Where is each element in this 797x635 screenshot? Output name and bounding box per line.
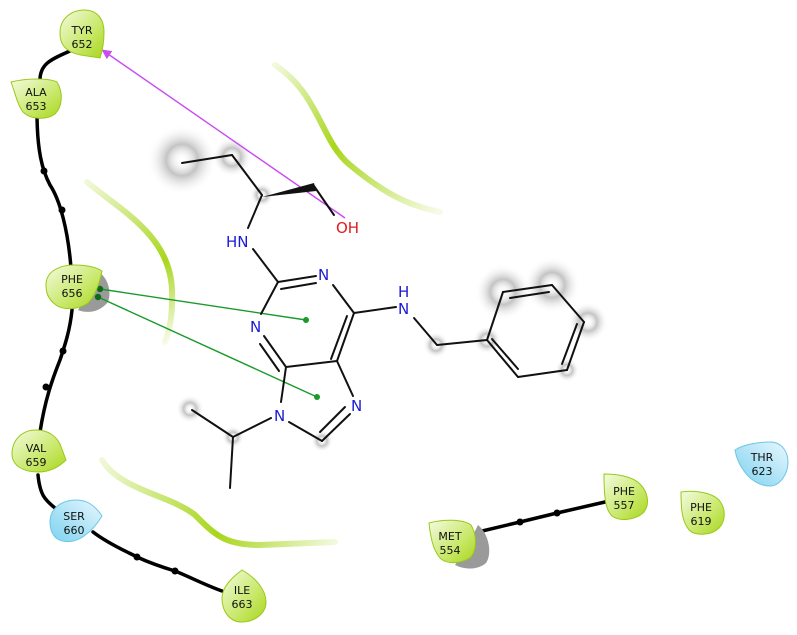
residue-met554[interactable]: MET 554 xyxy=(428,519,476,564)
residue-number: 653 xyxy=(26,100,47,113)
residue-phe557[interactable]: PHE 557 xyxy=(603,473,648,520)
residue-number: 623 xyxy=(752,465,773,478)
residue-name: TYR xyxy=(70,24,92,37)
atom-amine-h: H xyxy=(398,283,409,301)
residue-name: ILE xyxy=(234,584,250,597)
hbond-arrow-tyr652 xyxy=(101,49,346,219)
residue-number: 660 xyxy=(64,524,85,537)
ligand-bonds xyxy=(181,154,585,489)
atom-n7: N xyxy=(351,397,362,415)
residue-tyr652[interactable]: TYR 652 xyxy=(59,9,105,59)
pi-stacking-lines xyxy=(94,285,320,400)
residue-number: 663 xyxy=(232,598,253,611)
residue-number: 554 xyxy=(440,544,461,557)
residue-name: PHE xyxy=(690,501,712,514)
pocket-outline-bottom xyxy=(99,457,338,549)
residue-name: VAL xyxy=(26,442,47,455)
solvent-exposure-halos xyxy=(147,125,608,452)
atom-n1: N xyxy=(250,318,261,336)
backbone-right xyxy=(476,500,607,534)
residue-phe619[interactable]: PHE 619 xyxy=(680,490,725,535)
residue-ile663[interactable]: ILE 663 xyxy=(221,569,267,623)
atom-amine-n: N xyxy=(398,300,409,318)
residue-name: ALA xyxy=(25,86,47,99)
atom-n9: N xyxy=(274,407,285,425)
residue-ala653[interactable]: ALA 653 xyxy=(10,78,62,119)
residue-name: SER xyxy=(63,510,85,523)
residue-number: 656 xyxy=(62,287,83,300)
residue-number: 619 xyxy=(691,515,712,528)
atom-oh: OH xyxy=(336,219,359,237)
residue-val659[interactable]: VAL 659 xyxy=(11,429,67,473)
residue-thr623[interactable]: THR 623 xyxy=(734,441,789,487)
residue-phe656[interactable]: PHE 656 xyxy=(45,264,103,310)
ligand-atom-labels: OH HN N N H N N N xyxy=(226,219,409,425)
atom-n3: N xyxy=(318,266,329,284)
residue-ser660[interactable]: SER 660 xyxy=(49,499,103,543)
residue-name: PHE xyxy=(61,273,83,286)
backbone-left xyxy=(35,48,224,593)
residue-number: 557 xyxy=(614,499,635,512)
residue-number: 652 xyxy=(72,38,93,51)
residue-name: THR xyxy=(750,451,774,464)
pocket-outline-top xyxy=(272,62,443,215)
residue-name: MET xyxy=(438,530,461,543)
pocket-outline-left xyxy=(84,179,176,345)
atom-hn: HN xyxy=(226,233,249,251)
residue-number: 659 xyxy=(26,456,47,469)
residue-name: PHE xyxy=(613,485,635,498)
